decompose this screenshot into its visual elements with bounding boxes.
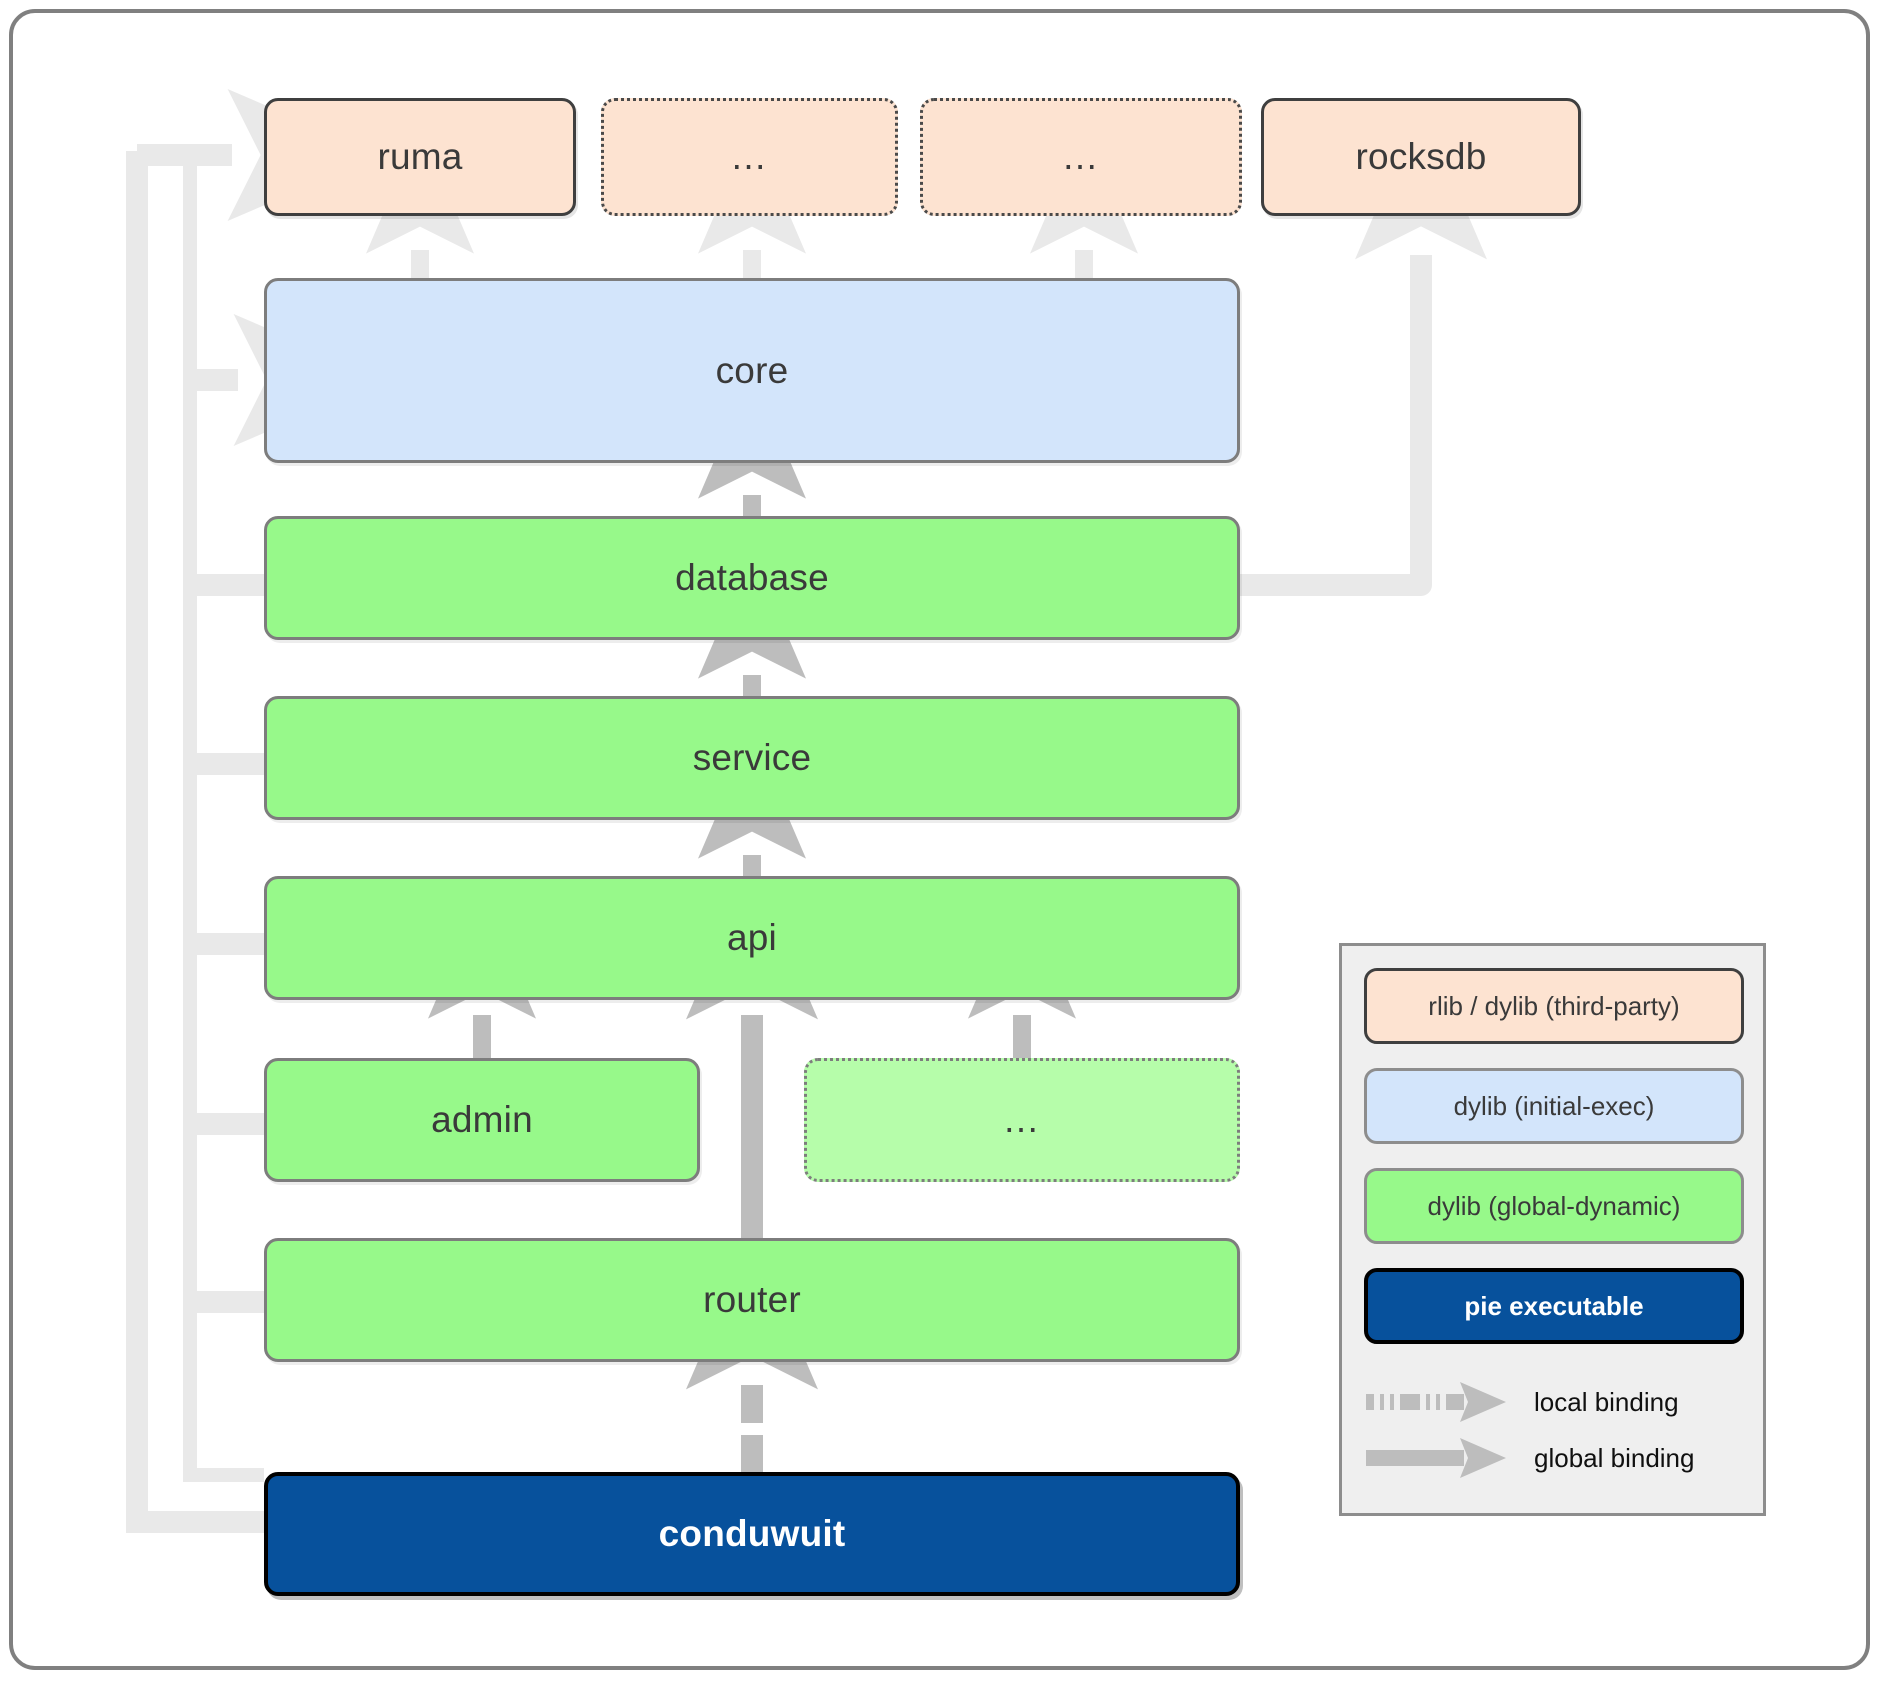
legend-panel: rlib / dylib (third-party) dylib (initia… [1339,943,1766,1516]
node-ellipsis-2[interactable]: … [920,98,1242,216]
node-admin[interactable]: admin [264,1058,700,1182]
node-rocksdb-label: rocksdb [1355,136,1487,177]
node-ellipsis-3[interactable]: … [804,1058,1240,1182]
legend-swatch-pie-executable: pie executable [1364,1268,1744,1344]
node-database-label: database [675,557,829,598]
solid-arrow-icon [1366,1438,1506,1478]
legend-local-binding-label: local binding [1534,1386,1679,1417]
node-ruma[interactable]: ruma [264,98,576,216]
node-core[interactable]: core [264,278,1240,463]
node-router[interactable]: router [264,1238,1240,1362]
node-router-label: router [703,1279,801,1320]
legend-swatch-third-party: rlib / dylib (third-party) [1364,968,1744,1044]
node-ellipsis-2-label: … [1061,135,1101,177]
node-core-label: core [715,349,789,391]
node-rocksdb[interactable]: rocksdb [1261,98,1581,216]
legend-swatch-initial-exec: dylib (initial-exec) [1364,1068,1744,1144]
node-service[interactable]: service [264,696,1240,820]
node-admin-label: admin [431,1099,533,1140]
node-conduwuit[interactable]: conduwuit [264,1472,1240,1596]
legend-row-local-binding: local binding [1364,1376,1750,1428]
legend-swatch-global-dynamic-label: dylib (global-dynamic) [1427,1190,1681,1221]
node-service-label: service [692,737,812,778]
node-conduwuit-label: conduwuit [658,1513,846,1554]
node-ruma-label: ruma [377,136,463,177]
node-api[interactable]: api [264,876,1240,1000]
dashed-arrow-icon [1366,1382,1506,1422]
legend-swatch-pie-executable-label: pie executable [1464,1290,1644,1321]
node-ellipsis-1-label: … [730,135,769,177]
legend-global-binding-label: global binding [1534,1442,1695,1473]
legend-swatch-initial-exec-label: dylib (initial-exec) [1453,1090,1655,1121]
legend-swatch-global-dynamic: dylib (global-dynamic) [1364,1168,1744,1244]
node-api-label: api [727,917,777,958]
node-ellipsis-3-label: … [1002,1098,1042,1140]
node-database[interactable]: database [264,516,1240,640]
legend-swatch-third-party-label: rlib / dylib (third-party) [1428,990,1680,1021]
legend-row-global-binding: global binding [1364,1432,1750,1484]
node-ellipsis-1[interactable]: … [601,98,898,216]
